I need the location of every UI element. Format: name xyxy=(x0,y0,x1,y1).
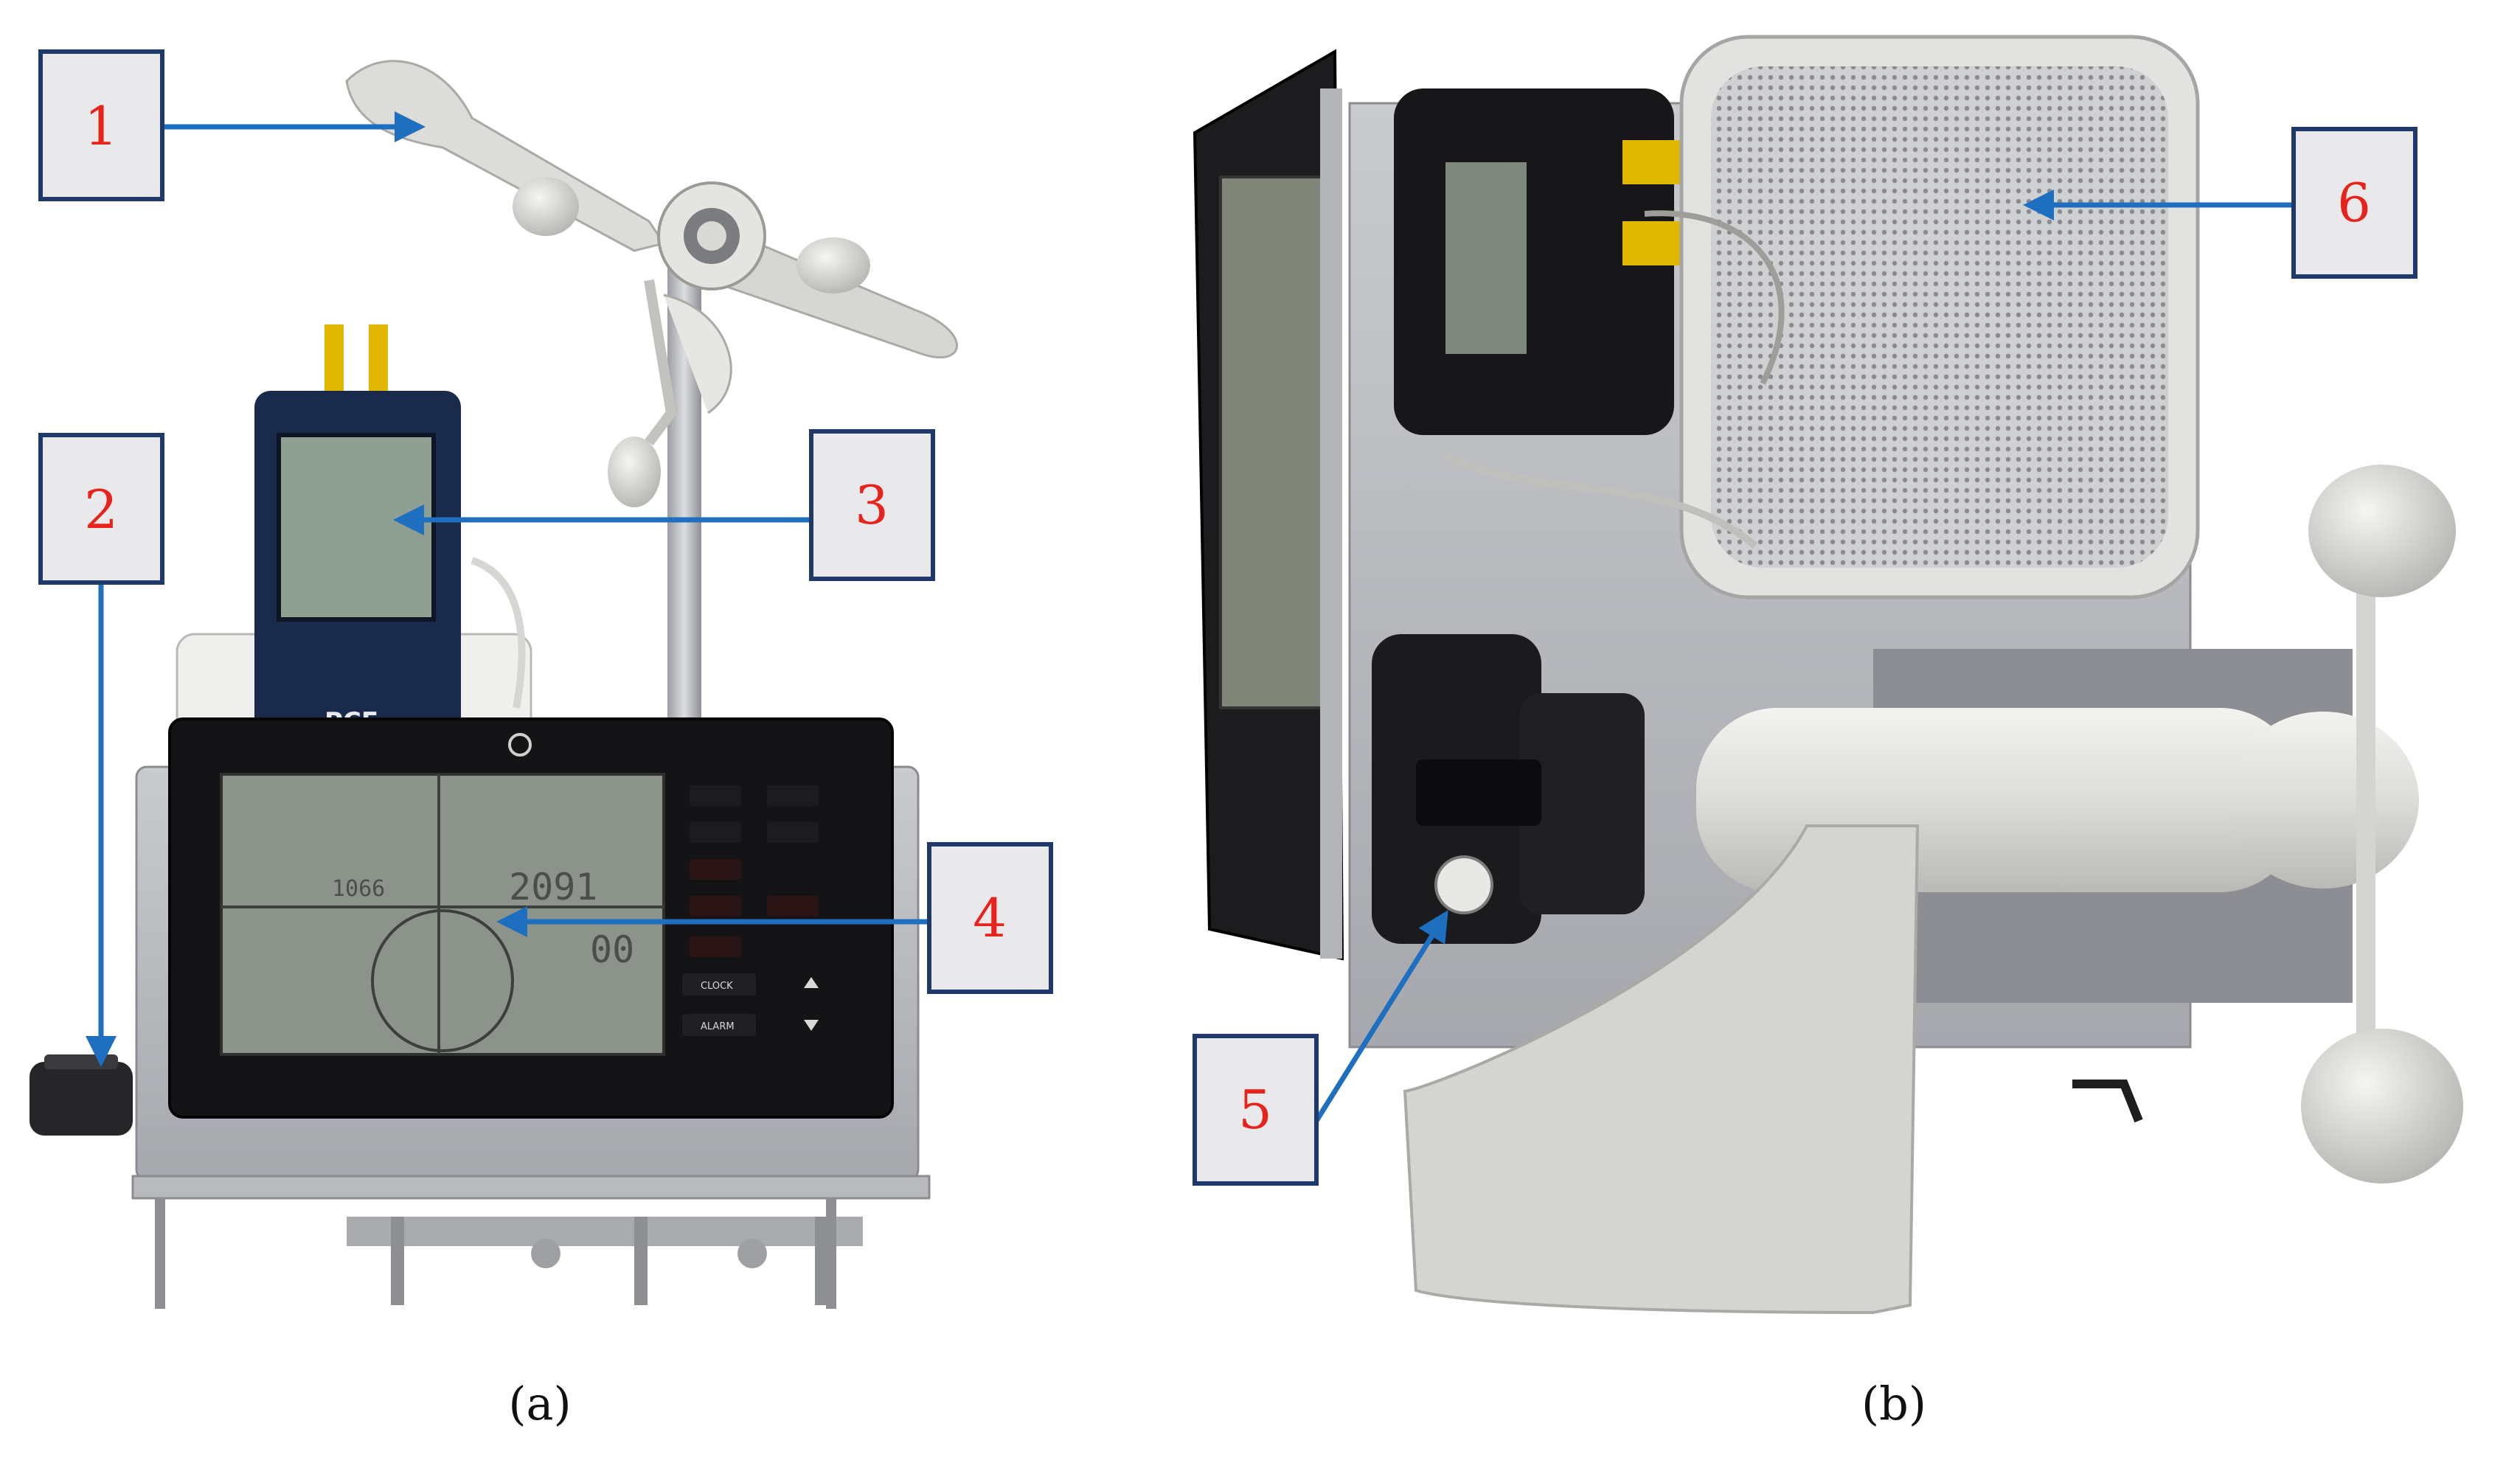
radiation-shield xyxy=(1644,35,2200,599)
callout-6-box xyxy=(2291,127,2417,279)
mounting-knob xyxy=(29,1054,133,1136)
weather-station-display: 1066 2091 00 CLOCK ALARM xyxy=(168,717,894,1119)
lcd-digits-1: 1066 xyxy=(332,876,385,902)
callout-4-label: 4 xyxy=(973,887,1007,949)
callout-2-box xyxy=(38,433,164,585)
callout-4-box xyxy=(927,842,1053,994)
callout-1-label: 1 xyxy=(84,95,118,157)
callout-6-label: 6 xyxy=(2337,172,2371,234)
callout-2: 2 xyxy=(38,433,164,1067)
anemometer-side-view xyxy=(1403,465,2463,1315)
callout-3: 3 xyxy=(393,429,935,581)
display-side-view xyxy=(1193,49,1344,961)
callout-5-box xyxy=(1193,1034,1319,1186)
callout-1-box xyxy=(38,49,164,201)
sensor-wires xyxy=(1444,453,1758,549)
callout-3-box xyxy=(809,429,935,581)
callout-5-label: 5 xyxy=(1238,1079,1272,1141)
clock-button-label: CLOCK xyxy=(701,981,733,992)
callout-1: 1 xyxy=(38,49,426,201)
alarm-button-label: ALARM xyxy=(701,1021,735,1032)
light-sensor xyxy=(1372,634,1645,944)
wind-vane-assembly xyxy=(345,60,958,723)
panel-a-photo: PCE 1066 2091 xyxy=(29,60,958,1309)
callout-4: 4 xyxy=(496,842,1053,994)
panel-b-photo xyxy=(1193,35,2463,1315)
callout-3-label: 3 xyxy=(855,474,889,536)
panel-b-caption: (b) xyxy=(1861,1377,1926,1431)
lcd-digits-2: 2091 xyxy=(509,866,597,908)
callout-6: 6 xyxy=(2023,127,2417,279)
callout-5-arrow xyxy=(1314,910,1448,1122)
lcd-digits-3: 00 xyxy=(590,928,634,971)
callout-5: 5 xyxy=(1193,910,1448,1186)
callout-2-label: 2 xyxy=(84,479,118,540)
thermometer-top-view xyxy=(1394,88,1711,435)
panel-a-caption: (a) xyxy=(508,1377,571,1431)
